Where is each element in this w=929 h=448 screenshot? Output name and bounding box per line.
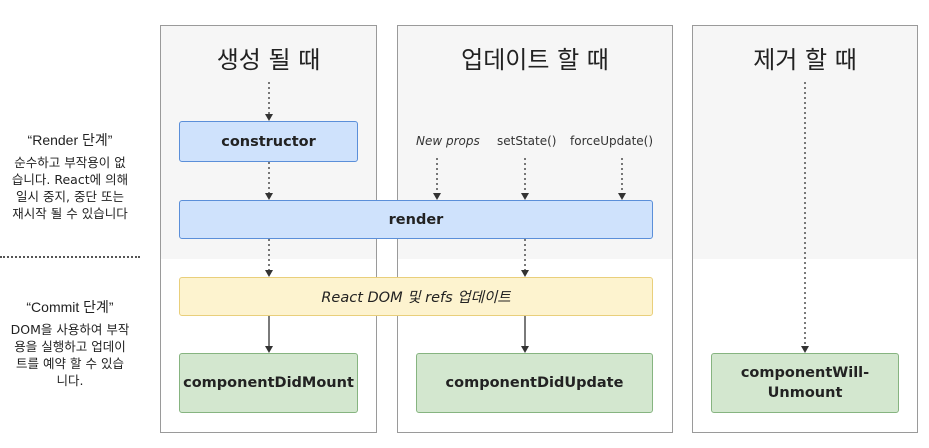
render-phase-description: 순수하고 부작용이 없 습니다. React에 의해 일시 중지, 중단 또는 …: [0, 154, 140, 222]
arrowhead: [618, 193, 626, 200]
component-will-unmount-label-line2: Unmount: [767, 385, 843, 401]
component-did-update-box: componentDidUpdate: [416, 353, 653, 413]
commit-phase-desc-line: 용을 실행하고 업데이: [14, 339, 126, 354]
arrowhead: [265, 193, 273, 200]
arrowhead: [265, 114, 273, 121]
arrowhead: [265, 346, 273, 353]
component-did-mount-box: componentDidMount: [179, 353, 358, 413]
new-props-label: New props: [416, 134, 480, 148]
commit-phase-title: “Commit 단계”: [26, 299, 114, 315]
unmounting-column-title: 제거 할 때: [753, 46, 857, 74]
component-will-unmount-label-line1: componentWill-: [740, 365, 870, 381]
react-dom-update-box: React DOM 및 refs 업데이트: [179, 277, 653, 316]
arrowhead: [521, 346, 529, 353]
arrowhead: [521, 193, 529, 200]
component-did-update-label: componentDidUpdate: [445, 375, 624, 391]
commit-phase-description: DOM을 사용하여 부작 용을 실행하고 업데이 트를 예약 할 수 있습 니다…: [0, 321, 140, 389]
mounting-column-title: 생성 될 때: [216, 46, 321, 74]
render-phase-desc-line: 순수하고 부작용이 없: [14, 155, 126, 170]
render-box: render: [179, 200, 653, 239]
render-phase-desc-line: 습니다. React에 의해: [11, 172, 129, 187]
render-label: render: [388, 211, 444, 228]
arrowhead: [265, 270, 273, 277]
render-phase-title: “Render 단계”: [27, 132, 113, 148]
react-dom-update-label: React DOM 및 refs 업데이트: [321, 290, 511, 306]
updating-column-title: 업데이트 할 때: [461, 46, 609, 74]
render-phase-desc-line: 일시 중지, 중단 또는: [16, 189, 124, 204]
component-will-unmount-box: componentWill- Unmount: [711, 353, 899, 413]
set-state-label: setState(): [497, 134, 557, 148]
arrowhead: [801, 346, 809, 353]
force-update-label: forceUpdate(): [570, 134, 654, 148]
commit-phase-desc-line: DOM을 사용하여 부작: [10, 322, 130, 337]
component-did-mount-label: componentDidMount: [183, 375, 354, 391]
render-phase-desc-line: 재시작 될 수 있습니다: [12, 206, 128, 221]
phase-divider: [0, 256, 140, 258]
constructor-box: constructor: [179, 121, 358, 162]
commit-phase-desc-line: 니다.: [56, 373, 84, 388]
commit-phase-desc-line: 트를 예약 할 수 있습: [16, 356, 124, 371]
arrowhead: [433, 193, 441, 200]
constructor-label: constructor: [221, 133, 316, 150]
arrowhead: [521, 270, 529, 277]
